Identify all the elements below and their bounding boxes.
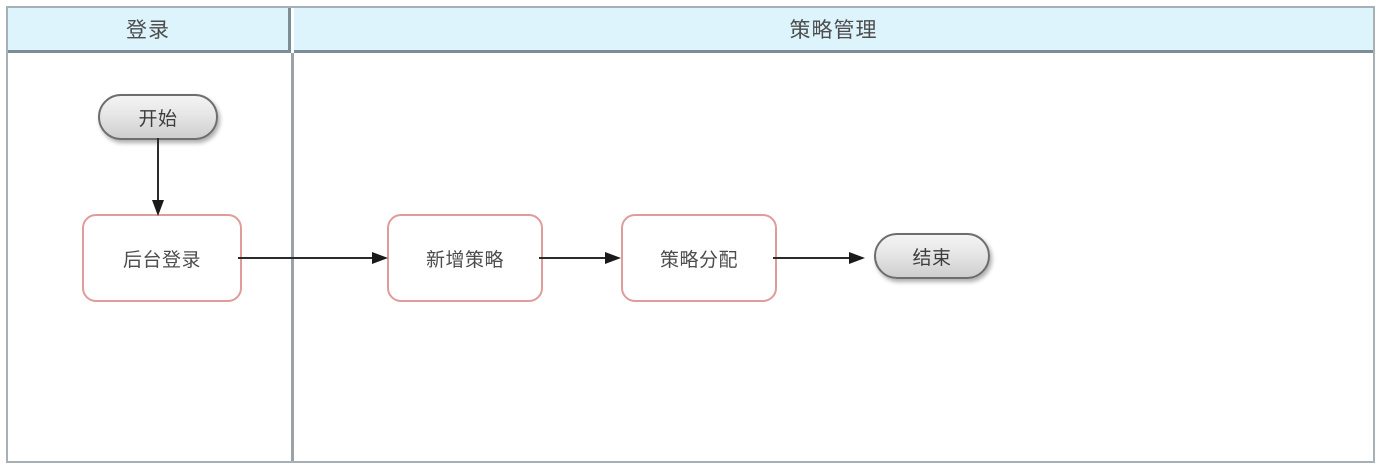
edge-add-policy-to-assign-policy xyxy=(539,252,621,264)
node-add-policy-label: 新增策略 xyxy=(425,249,504,271)
node-start[interactable]: 开始 xyxy=(98,94,218,140)
node-backend-login-label: 后台登录 xyxy=(122,249,201,271)
lane-header-policy-label: 策略管理 xyxy=(789,19,878,42)
lane-header-login[interactable]: 登录 xyxy=(8,8,291,53)
node-add-policy[interactable]: 新增策略 xyxy=(387,214,543,302)
node-backend-login[interactable]: 后台登录 xyxy=(82,214,242,302)
edge-start-to-backend-login xyxy=(152,138,164,216)
node-assign-policy[interactable]: 策略分配 xyxy=(621,214,777,302)
swimlane-pool: 登录 策略管理 开始 后台登录 新增策略 策略分配 结束 xyxy=(6,6,1375,463)
node-start-label: 开始 xyxy=(138,108,178,130)
lane-divider xyxy=(291,53,294,461)
edge-backend-login-to-add-policy xyxy=(238,252,388,264)
node-end[interactable]: 结束 xyxy=(874,233,990,279)
lane-header-policy[interactable]: 策略管理 xyxy=(294,8,1373,53)
edge-assign-policy-to-end xyxy=(773,252,865,264)
node-assign-policy-label: 策略分配 xyxy=(659,249,738,271)
node-end-label: 结束 xyxy=(912,247,952,269)
lane-header-login-label: 登录 xyxy=(126,19,170,42)
